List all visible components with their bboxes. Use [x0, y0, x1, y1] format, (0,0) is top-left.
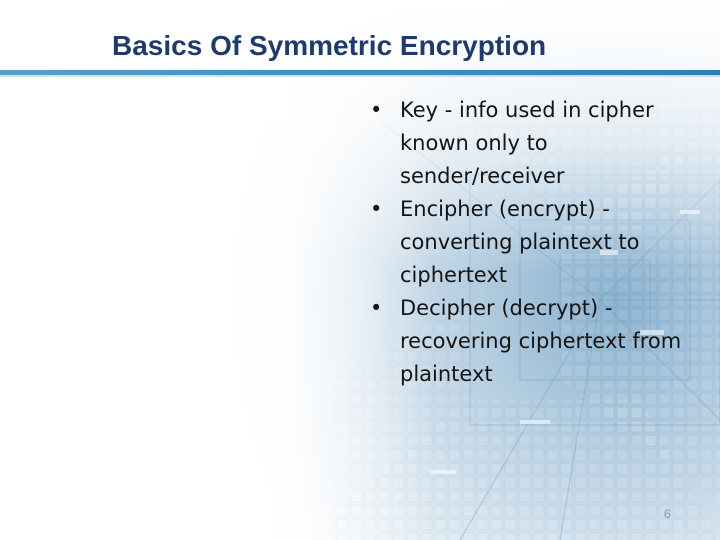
- bullet-text: Key - info used in cipher known only to …: [400, 98, 654, 188]
- bullet-text: Decipher (decrypt) - recovering cipherte…: [400, 296, 682, 386]
- page-number: 6: [664, 507, 671, 521]
- bullet-text: Encipher (encrypt) - converting plaintex…: [400, 197, 640, 287]
- title-underline-shadow: [0, 75, 720, 77]
- title-underline: [0, 70, 720, 75]
- slide-title: Basics Of Symmetric Encryption: [112, 30, 547, 61]
- bullet-icon: •: [370, 98, 383, 122]
- bullet-item-key: • Key - info used in cipher known only t…: [366, 94, 686, 193]
- bullet-icon: •: [370, 197, 383, 221]
- bullet-item-decipher: • Decipher (decrypt) - recovering cipher…: [366, 292, 686, 391]
- bullet-item-encipher: • Encipher (encrypt) - converting plaint…: [366, 193, 686, 292]
- bullet-icon: •: [370, 296, 383, 320]
- bullet-list: • Key - info used in cipher known only t…: [366, 94, 686, 391]
